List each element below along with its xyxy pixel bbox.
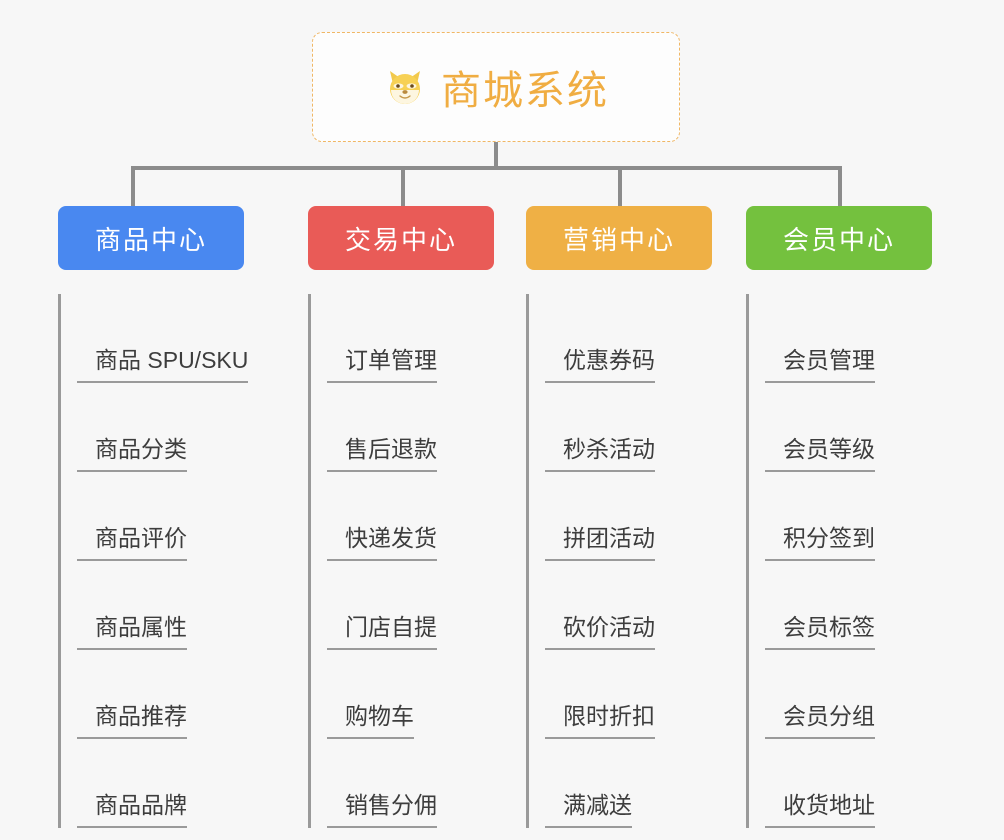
leaf-label: 商品推荐 [77,697,187,739]
leaf-item[interactable]: 订单管理 [327,294,538,383]
branch-header-label-4: 会员中心 [782,224,895,255]
connector-drop-branch-3 [618,168,622,206]
leaf-item[interactable]: 购物车 [327,650,538,739]
leaf-item[interactable]: 售后退款 [327,383,538,472]
leaf-label: 会员分组 [765,697,875,739]
leaf-item[interactable]: 快递发货 [327,472,538,561]
leaf-item[interactable]: 商品品牌 [77,739,298,828]
connector-drop-branch-4 [838,168,842,206]
branch-leaves-4: 会员管理 会员等级 积分签到 会员标签 会员分组 收货地址 [746,294,976,828]
leaf-item[interactable]: 会员标签 [765,561,976,650]
leaf-label: 秒杀活动 [545,430,655,472]
leaf-label: 快递发货 [327,519,437,561]
leaf-label: 商品评价 [77,519,187,561]
shiba-dog-face-icon [383,65,427,109]
leaf-item[interactable]: 拼团活动 [545,472,756,561]
leaf-item[interactable]: 会员分组 [765,650,976,739]
leaf-label: 满减送 [545,786,632,828]
leaf-item[interactable]: 商品 SPU/SKU [77,294,298,383]
root-title: 商城系统 [441,69,609,113]
leaf-label: 限时折扣 [545,697,655,739]
branch-header-label-2: 交易中心 [344,224,457,255]
branch-header-label-1: 商品中心 [94,224,207,255]
leaf-label: 售后退款 [327,430,437,472]
leaf-label: 砍价活动 [545,608,655,650]
leaf-label: 拼团活动 [545,519,655,561]
connector-drop-branch-2 [401,168,405,206]
leaf-item[interactable]: 商品推荐 [77,650,298,739]
leaf-item[interactable]: 优惠券码 [545,294,756,383]
leaf-item[interactable]: 积分签到 [765,472,976,561]
leaf-item[interactable]: 砍价活动 [545,561,756,650]
branch-column-3: 营销中心 优惠券码 秒杀活动 拼团活动 砍价活动 限时折扣 满减送 [526,206,756,828]
branch-header-1[interactable]: 商品中心 [58,206,244,270]
branch-leaves-2: 订单管理 售后退款 快递发货 门店自提 购物车 销售分佣 [308,294,538,828]
branch-header-2[interactable]: 交易中心 [308,206,494,270]
leaf-item[interactable]: 门店自提 [327,561,538,650]
branch-header-3[interactable]: 营销中心 [526,206,712,270]
leaf-item[interactable]: 商品属性 [77,561,298,650]
leaf-label: 会员管理 [765,341,875,383]
leaf-item[interactable]: 满减送 [545,739,756,828]
leaf-label: 会员标签 [765,608,875,650]
branch-column-1: 商品中心 商品 SPU/SKU 商品分类 商品评价 商品属性 商品推荐 商品品牌 [58,206,298,828]
leaf-label: 会员等级 [765,430,875,472]
leaf-label: 积分签到 [765,519,875,561]
branch-header-label-3: 营销中心 [562,224,675,255]
connector-drop-branch-1 [131,168,135,206]
leaf-item[interactable]: 会员等级 [765,383,976,472]
leaf-item[interactable]: 秒杀活动 [545,383,756,472]
leaf-label: 商品 SPU/SKU [77,341,249,383]
leaf-label: 订单管理 [327,341,437,383]
leaf-label: 商品品牌 [77,786,187,828]
root-node-shop-system[interactable]: 商城系统 [312,32,680,142]
connector-root-vertical [494,142,498,168]
leaf-item[interactable]: 会员管理 [765,294,976,383]
leaf-item[interactable]: 商品分类 [77,383,298,472]
branch-column-2: 交易中心 订单管理 售后退款 快递发货 门店自提 购物车 销售分佣 [308,206,538,828]
branch-column-4: 会员中心 会员管理 会员等级 积分签到 会员标签 会员分组 收货地址 [746,206,976,828]
leaf-label: 商品分类 [77,430,187,472]
leaf-item[interactable]: 限时折扣 [545,650,756,739]
branch-leaves-3: 优惠券码 秒杀活动 拼团活动 砍价活动 限时折扣 满减送 [526,294,756,828]
leaf-label: 商品属性 [77,608,187,650]
leaf-label: 门店自提 [327,608,437,650]
connector-horizontal-bus [131,166,842,170]
branch-header-4[interactable]: 会员中心 [746,206,932,270]
leaf-label: 优惠券码 [545,341,655,383]
leaf-label: 购物车 [327,697,414,739]
leaf-item[interactable]: 收货地址 [765,739,976,828]
leaf-item[interactable]: 销售分佣 [327,739,538,828]
leaf-item[interactable]: 商品评价 [77,472,298,561]
branch-leaves-1: 商品 SPU/SKU 商品分类 商品评价 商品属性 商品推荐 商品品牌 [58,294,298,828]
leaf-label: 销售分佣 [327,786,437,828]
leaf-label: 收货地址 [765,786,875,828]
